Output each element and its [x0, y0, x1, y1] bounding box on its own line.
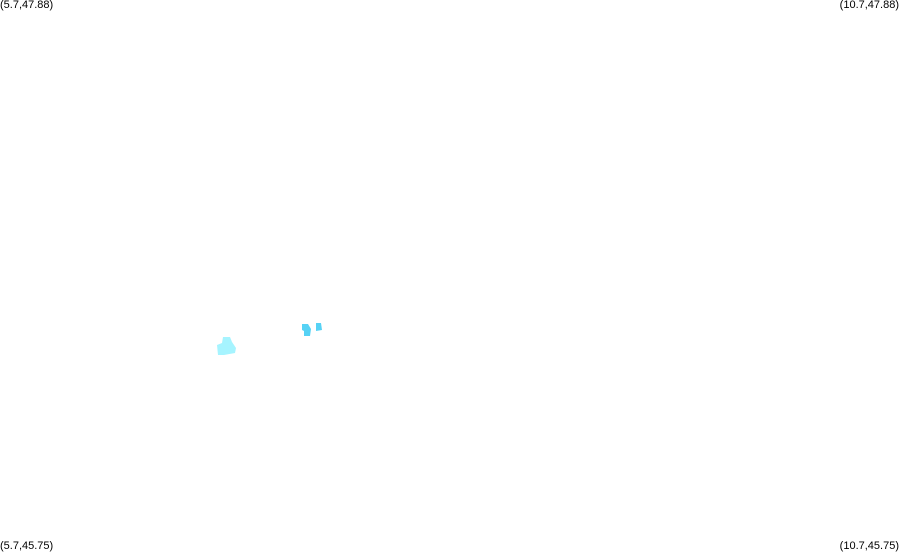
region-sky-blue	[302, 323, 322, 336]
map-patch-sky-blue-2	[316, 323, 322, 331]
map-patch-light-cyan	[217, 337, 236, 355]
region-light-cyan	[217, 337, 236, 355]
map-patch-sky-blue-1	[302, 324, 311, 336]
corner-label-top-left: (5.7,47.88)	[0, 0, 54, 11]
corner-label-bottom-right: (10.7,45.75)	[839, 540, 899, 552]
corner-label-top-right: (10.7,47.88)	[839, 0, 899, 11]
corner-label-bottom-left: (5.7,45.75)	[0, 540, 54, 552]
